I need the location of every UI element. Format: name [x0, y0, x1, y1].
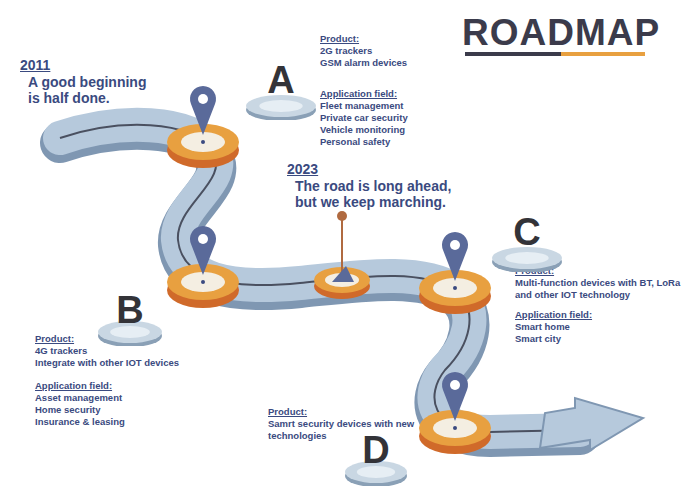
text-group: Product:2G trackersGSM alarm devicesAppl…: [320, 33, 520, 148]
section-heading: Application field:: [515, 309, 681, 321]
text-group: 2011A good beginning is half done.: [20, 58, 170, 106]
roadmap-title: ROADMAP: [462, 12, 660, 54]
list-item: Asset management: [35, 392, 235, 404]
section-heading: Product:: [320, 33, 520, 45]
list-item: Integrate with other IOT devices: [35, 357, 235, 369]
list-item: 4G trackers: [35, 345, 235, 357]
section-heading: Application field:: [35, 380, 235, 392]
year-label: 2023: [287, 162, 472, 177]
list-item: Vehicle monitoring: [320, 124, 520, 136]
list-item: Personal safety: [320, 136, 520, 148]
list-item: Insurance & leasing: [35, 416, 235, 428]
list-item: Multi-function devices with BT, LoRa and…: [515, 277, 681, 301]
milestone-letter: B: [96, 290, 164, 330]
list-item: 2G trackers: [320, 45, 520, 57]
list-item: Home security: [35, 404, 235, 416]
milestone-letter: A: [244, 60, 318, 100]
motto-text: The road is long ahead, but we keep marc…: [287, 178, 475, 210]
list-item: Fleet management: [320, 100, 520, 112]
milestone-disc: B: [96, 290, 164, 346]
text-group: Product:Samrt security devices with new …: [268, 406, 428, 442]
list-item: Smart city: [515, 333, 681, 345]
milestone-letter: C: [490, 212, 564, 252]
list-item: Smart home: [515, 321, 681, 333]
milestone-disc: C: [490, 212, 564, 272]
text-group: Product:Multi-function devices with BT, …: [515, 265, 681, 345]
milestone-disc: D: [343, 430, 409, 486]
list-item: Private car security: [320, 112, 520, 124]
section-heading: Product:: [268, 406, 428, 418]
year-label: 2011: [20, 58, 170, 73]
section-heading: Application field:: [320, 88, 520, 100]
text-group: Product:4G trackersIntegrate with other …: [35, 333, 235, 428]
milestone-letter: D: [343, 430, 409, 470]
list-item: Samrt security devices with new technolo…: [268, 418, 418, 442]
text-group: 2023The road is long ahead, but we keep …: [287, 162, 472, 210]
motto-text: A good beginning is half done.: [20, 74, 156, 106]
list-item: GSM alarm devices: [320, 57, 520, 69]
milestone-disc: A: [244, 60, 318, 120]
